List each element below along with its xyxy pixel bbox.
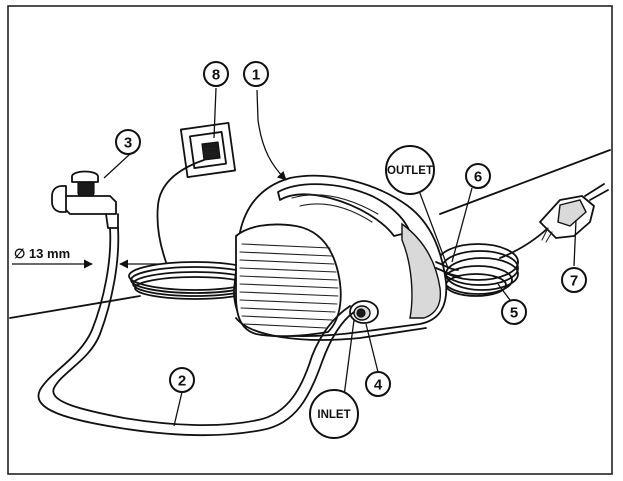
- callout-1-number: 1: [252, 67, 260, 84]
- power-socket: [179, 121, 237, 179]
- callout-6: 6: [465, 163, 491, 189]
- hose-diameter-dimension: ∅ 13 mm: [12, 246, 160, 269]
- callout-3: 3: [115, 129, 141, 155]
- spray-gun: [539, 183, 609, 243]
- pump-unit: [233, 174, 448, 341]
- callout-7: 7: [561, 267, 587, 293]
- figure-frame: [7, 5, 613, 475]
- callout-5-number: 5: [510, 305, 518, 322]
- outlet-tag-label: OUTLET: [387, 165, 433, 177]
- callout-4-number: 4: [374, 377, 383, 394]
- callout-5: 5: [501, 299, 527, 325]
- hose-diameter-label: ∅ 13 mm: [14, 246, 70, 261]
- callout-6-number: 6: [474, 169, 482, 186]
- high-pressure-hose-coil: [437, 243, 519, 297]
- power-cable: [156, 159, 205, 263]
- callout-leaders: [103, 87, 577, 427]
- callout-7-number: 7: [570, 273, 578, 290]
- spray-gun-hose: [499, 227, 549, 259]
- inlet-tag-label: INLET: [317, 409, 350, 421]
- water-tap: [51, 170, 119, 229]
- callout-8: 8: [203, 61, 229, 87]
- callout-2-number: 2: [178, 373, 186, 390]
- inlet-hose: [37, 227, 355, 436]
- callout-2: 2: [169, 367, 195, 393]
- outlet-tag: OUTLET: [385, 145, 435, 195]
- callout-4: 4: [365, 371, 391, 397]
- inlet-connector: [349, 300, 379, 324]
- inlet-tag: INLET: [309, 389, 359, 439]
- callout-1: 1: [243, 61, 269, 87]
- inlet-hose-outline: [52, 227, 351, 426]
- front-grille-vents: [239, 243, 339, 329]
- callout-3-number: 3: [124, 135, 132, 152]
- callout-8-number: 8: [212, 67, 220, 84]
